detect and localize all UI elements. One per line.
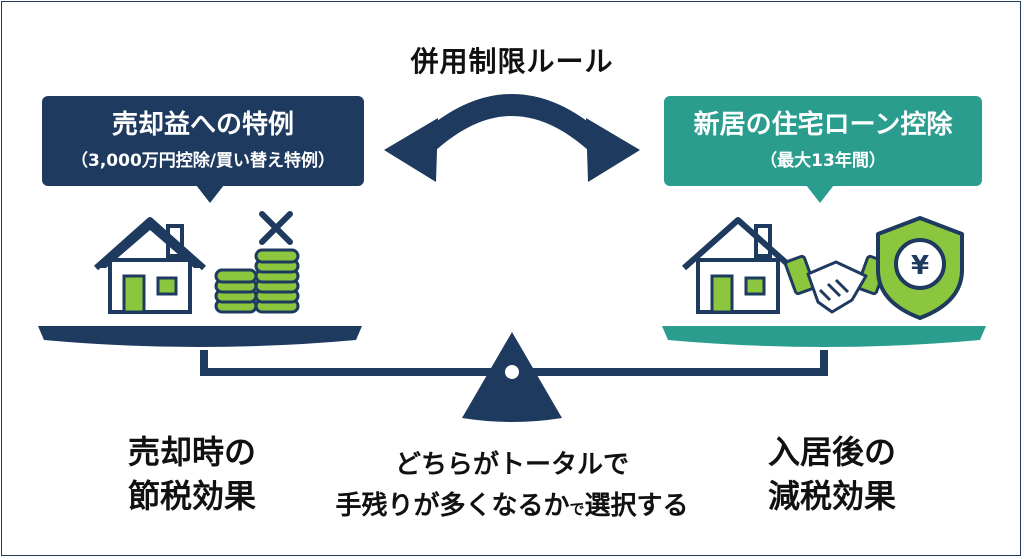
right-caption: 入居後の 減税効果 [732, 430, 932, 518]
left-box-title: 売却益への特例 [111, 110, 294, 140]
center-caption-line1: どちらがトータルで [394, 450, 629, 480]
left-box-subtitle: （3,000万円控除/買い替え特例） [71, 151, 335, 171]
left-caption: 売却時の 節税効果 [92, 430, 292, 518]
yen-shield-icon: ¥ [876, 216, 964, 320]
handshake-icon [784, 254, 888, 314]
right-caption-line1: 入居後の [767, 433, 896, 471]
cross-icon [259, 211, 293, 245]
house-icon [682, 217, 794, 314]
right-box-subtitle: （最大13年間） [760, 151, 886, 171]
right-callout-box [664, 96, 982, 203]
left-caption-line2: 節税効果 [127, 477, 256, 515]
house-icon [94, 217, 206, 314]
right-caption-line2: 減税効果 [767, 477, 896, 515]
diagram-title: 併用制限ルール [410, 45, 614, 78]
left-scale-pan [38, 326, 362, 347]
double-arrow-icon [384, 94, 640, 182]
coin-stack-icon [214, 248, 300, 314]
left-caption-line1: 売却時の [127, 433, 256, 471]
scale-fulcrum [462, 332, 562, 422]
right-box-title: 新居の住宅ローン控除 [693, 110, 953, 140]
left-callout-box [42, 96, 364, 203]
center-caption-small: で [569, 500, 585, 518]
center-caption-main: 手残りが多くなるか [335, 491, 570, 521]
svg-text:¥: ¥ [911, 251, 929, 281]
right-scale-pan [662, 326, 986, 347]
center-caption-line2: 手残りが多くなるかで選択する [262, 485, 762, 522]
center-caption-end: 選択する [584, 491, 689, 521]
